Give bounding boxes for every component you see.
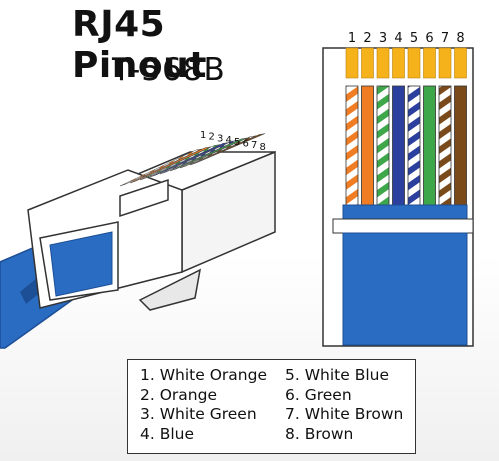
legend-column-2: 5. White Blue 6. Green 7. White Brown 8.… — [285, 366, 403, 453]
legend-item: 2. Orange — [140, 385, 217, 404]
page-title: RJ45 Pinout — [72, 4, 207, 86]
front-contact-3 — [376, 47, 390, 79]
standard-subtitle: T-568B — [112, 52, 226, 88]
plug-collar-top-window — [119, 178, 169, 218]
front-wire-3 — [376, 85, 390, 209]
front-pin-number-5: 5 — [410, 31, 418, 46]
legend-item: 7. White Brown — [285, 405, 404, 423]
front-crimp-band — [332, 218, 474, 234]
legend-item: 3. White Green — [140, 405, 257, 423]
front-contact-4 — [392, 47, 405, 79]
front-wire-7 — [438, 85, 452, 209]
front-contact-2 — [361, 47, 374, 79]
legend-item: 6. Green — [285, 385, 352, 404]
front-pin-number-6: 6 — [425, 31, 433, 46]
front-pin-number-8: 8 — [456, 31, 464, 46]
front-wire-8 — [454, 85, 467, 209]
front-pin-number-2: 2 — [363, 31, 371, 46]
front-cable-jacket-top — [342, 204, 468, 220]
front-contact-1 — [345, 47, 359, 79]
plug-pin-number-4: 4 — [226, 135, 232, 146]
plug-pin-number-3: 3 — [217, 133, 223, 144]
front-pin-number-4: 4 — [394, 31, 402, 46]
front-wire-6 — [423, 85, 436, 209]
plug-wire-8 — [189, 133, 266, 166]
front-wire-1 — [345, 85, 359, 209]
plug-pin-number-5: 5 — [234, 137, 240, 148]
legend-item: 5. White Blue — [285, 366, 390, 384]
front-contact-6 — [423, 47, 436, 79]
front-contact-group — [345, 47, 467, 79]
front-wire-2 — [361, 85, 374, 209]
front-wire-5 — [407, 85, 421, 209]
plug-cable-inside — [49, 231, 113, 297]
front-pin-number-3: 3 — [379, 31, 387, 46]
front-contact-5 — [407, 47, 421, 79]
legend-item: 1. White Orange — [140, 366, 267, 384]
front-cable-jacket — [342, 232, 468, 346]
plug-latch — [138, 268, 202, 311]
front-wire-group — [345, 85, 467, 209]
plug-pin-number-6: 6 — [243, 139, 249, 150]
plug-wire-group — [119, 133, 266, 187]
color-legend: 1. White Orange 2. Orange 3. White Green… — [127, 359, 416, 454]
legend-column-1: 1. White Orange 2. Orange 3. White Green… — [140, 366, 285, 453]
plug-pin-number-2: 2 — [209, 132, 215, 143]
plug-pin-number-7: 7 — [251, 140, 257, 151]
front-pin-number-7: 7 — [441, 31, 449, 46]
front-pin-number-1: 1 — [348, 31, 356, 46]
legend-item: 8. Brown — [285, 424, 354, 443]
front-contact-8 — [454, 47, 467, 79]
front-wire-4 — [392, 85, 405, 209]
front-contact-7 — [438, 47, 452, 79]
plug-pin-number-1: 1 — [200, 130, 206, 141]
plug-pin-number-8: 8 — [260, 142, 266, 153]
legend-item: 4. Blue — [140, 424, 195, 443]
